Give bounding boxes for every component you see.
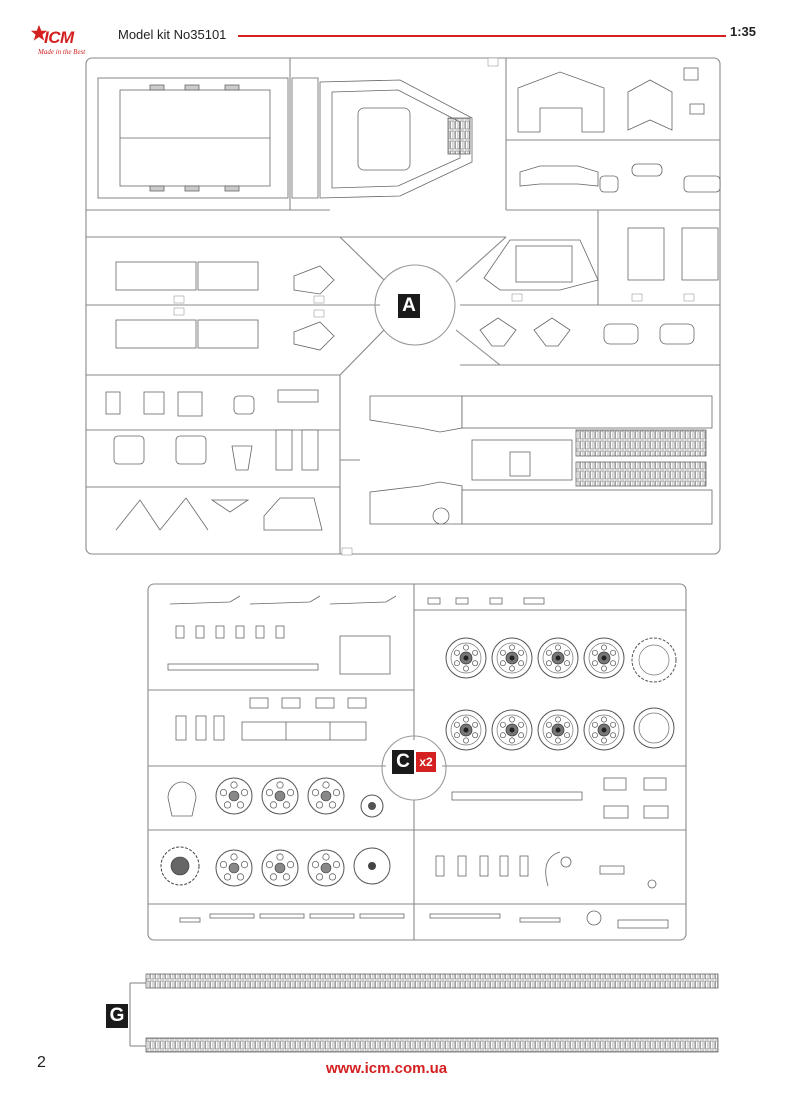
website-link[interactable]: www.icm.com.ua	[326, 1060, 448, 1077]
kit-title: Model kit No35101	[118, 27, 227, 42]
title-divider	[238, 35, 726, 37]
sprue-g-badge: G	[106, 1004, 128, 1028]
sprue-c-multiplier: x2	[416, 752, 436, 772]
logo-wordmark: ICM	[44, 28, 74, 47]
icm-logo: ICM Made in the Best	[30, 22, 104, 62]
star-icon	[30, 24, 48, 41]
sprue-c-badge: C	[392, 750, 414, 774]
logo-tagline: Made in the Best	[38, 48, 86, 56]
scale-label: 1:35	[730, 24, 757, 39]
page-number: 2	[37, 1054, 46, 1071]
sprue-a-badge: A	[398, 294, 420, 318]
